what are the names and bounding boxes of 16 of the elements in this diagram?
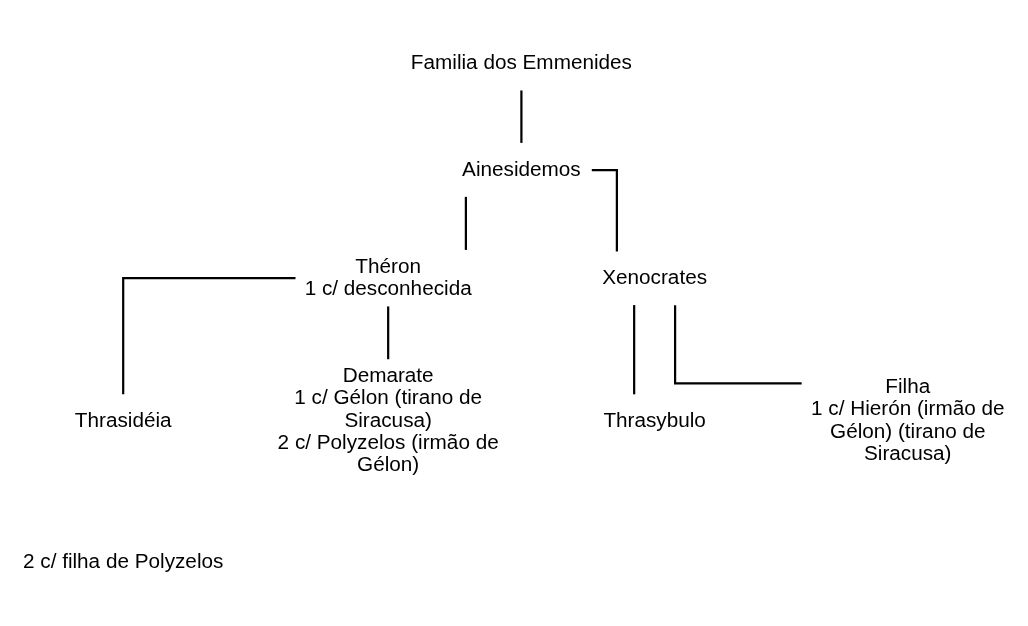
node-text: Thrasybulo xyxy=(603,407,706,431)
connector xyxy=(633,305,636,395)
connector xyxy=(520,90,523,143)
node-text: Familia dos Emmenides xyxy=(410,50,632,74)
node-text: Théron 1 c/ desconhecida xyxy=(304,253,472,299)
connector xyxy=(122,277,296,395)
connector xyxy=(387,306,390,360)
node-text: Ainesidemos xyxy=(462,156,581,180)
node-text: Demarate 1 c/ Gélon (tirano de Siracusa) 2 c/ Polyzelos (irmão de Gélon) xyxy=(277,363,499,475)
node-text: Filha 1 c/ Hierón (irmão de Gélon) (tirano de Siracusa) xyxy=(811,374,1005,464)
connector xyxy=(464,196,467,250)
connector xyxy=(591,169,618,252)
node-text: Xenocrates xyxy=(602,264,708,288)
node-text: Thrasidéia xyxy=(74,407,172,431)
label: 2 c/ filha de Polyzelos xyxy=(23,548,224,572)
connector xyxy=(674,305,802,385)
